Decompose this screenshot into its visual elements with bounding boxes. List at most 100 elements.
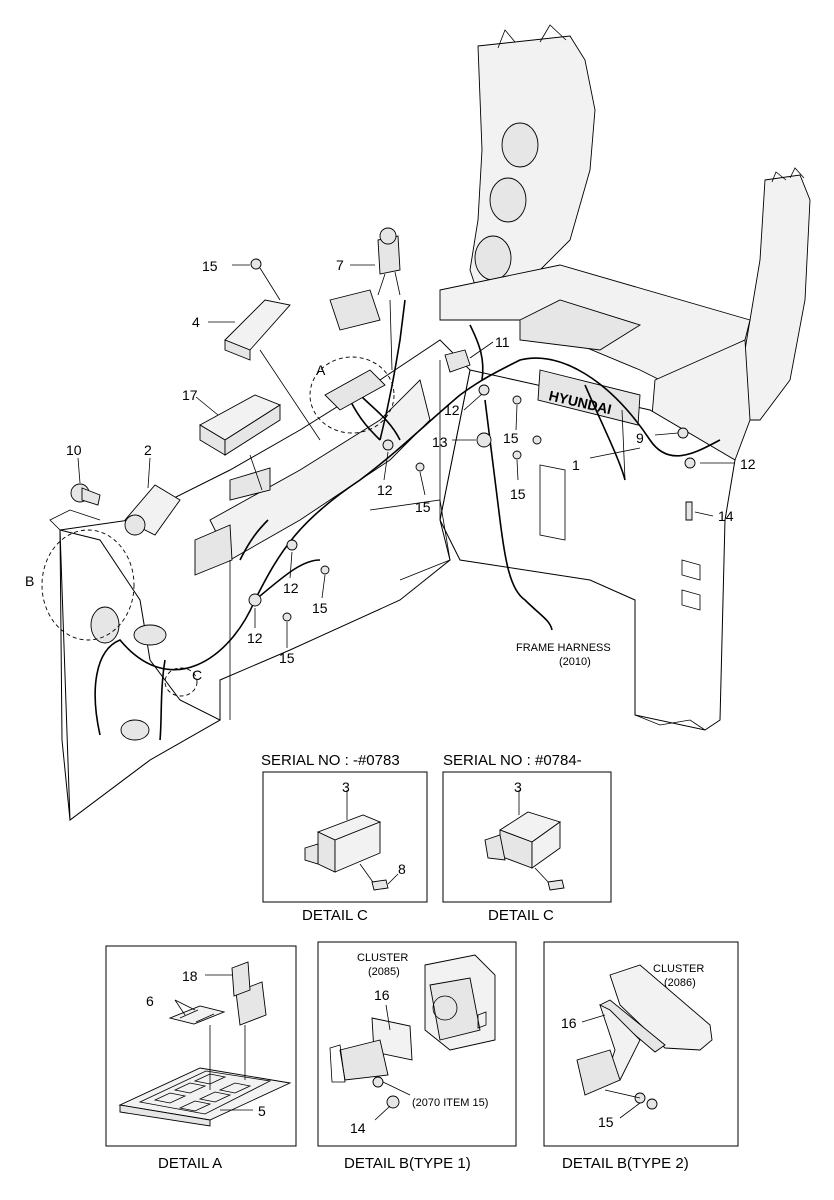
detail-a-box [105, 945, 297, 1147]
label-15-b2: 15 [598, 1114, 614, 1130]
label-15-top: 15 [202, 258, 218, 274]
label-15-c: 15 [279, 650, 295, 666]
detail-c-left-box [262, 771, 428, 903]
bracket-11 [444, 349, 471, 373]
parts [70, 227, 696, 622]
label-5: 5 [258, 1103, 266, 1119]
label-12-b: 12 [283, 580, 299, 596]
detail-b2-caption: DETAIL B(TYPE 2) [562, 1155, 689, 1172]
detail-a-circle [309, 356, 395, 434]
screw-15-d [512, 395, 522, 405]
label-2: 2 [144, 442, 152, 458]
pillar-hole-1 [501, 122, 539, 168]
pillar-hole-2 [489, 177, 527, 223]
detail-c-right-caption: DETAIL C [488, 907, 554, 924]
console-slot-1 [229, 467, 271, 501]
clip-12-b [286, 539, 298, 551]
label-b: B [25, 573, 34, 589]
serial-right: SERIAL NO : #0784- [443, 752, 582, 769]
bottom-details: 18 6 5 CLUSTER (2085) 16 (2070 ITEM 15) … [105, 941, 739, 1172]
right-pillar [734, 174, 811, 421]
cluster2-line1: CLUSTER [653, 963, 704, 975]
label-c: C [192, 667, 202, 683]
detail-b2-box [543, 941, 739, 1147]
detail-c-right-box [442, 771, 612, 903]
screw-15-top [250, 258, 262, 270]
clip-12-a [382, 439, 394, 451]
label-17: 17 [182, 387, 198, 403]
detail-b-circle [41, 529, 135, 641]
wire-harness [94, 299, 721, 741]
label-15-d: 15 [503, 430, 519, 446]
shelf-recess [519, 299, 642, 351]
brand-plate [537, 369, 641, 426]
lower-left-wall [59, 529, 222, 821]
socket-2-face [124, 514, 146, 536]
label-3-right: 3 [514, 779, 522, 795]
label-9: 9 [636, 430, 644, 446]
label-15-e: 15 [510, 486, 526, 502]
detail-c-left-caption: DETAIL C [302, 907, 368, 924]
label-12-a: 12 [377, 482, 393, 498]
relay-3-right [484, 790, 565, 891]
screw-15-e [512, 450, 522, 460]
detail-b2-art [576, 964, 713, 1119]
console-slot-3 [329, 289, 381, 331]
label-14-b1: 14 [350, 1120, 366, 1136]
screw-15-c [282, 612, 292, 622]
label-3-left: 3 [342, 779, 350, 795]
label-16-b1: 16 [374, 987, 390, 1003]
side-hole-2 [133, 624, 167, 646]
pillar-hole-3 [474, 235, 512, 281]
switch-panel [324, 369, 386, 411]
label-16-b2: 16 [561, 1015, 577, 1031]
leaders [77, 264, 735, 648]
bolt-14 [685, 501, 693, 521]
label-8: 8 [398, 861, 406, 877]
cluster1-line1: CLUSTER [357, 952, 408, 964]
console-slot-2 [194, 524, 233, 576]
clip-12-d [478, 384, 490, 396]
label-10: 10 [66, 442, 82, 458]
label-15-b: 15 [312, 600, 328, 616]
label-18: 18 [182, 968, 198, 984]
label-12-e: 12 [740, 456, 756, 472]
serial-left: SERIAL NO : -#0783 [261, 752, 400, 769]
label-14-top: 14 [718, 508, 734, 524]
label-6: 6 [146, 993, 154, 1009]
frame-harness-2: (2010) [559, 656, 591, 668]
console-top [209, 379, 431, 561]
cover-4 [224, 299, 291, 351]
detail-a-caption: DETAIL A [158, 1155, 222, 1172]
detail-c-section: SERIAL NO : -#0783 SERIAL NO : #0784- 3 … [261, 752, 612, 924]
part-numbers: 15 4 7 17 10 2 A B C 11 12 13 15 15 1 9 … [25, 257, 756, 683]
detail-a-art [118, 961, 292, 1127]
label-4: 4 [192, 314, 200, 330]
label-12-c: 12 [247, 630, 263, 646]
clip-9 [677, 427, 689, 439]
label-15-a: 15 [415, 499, 431, 515]
label-a: A [316, 362, 326, 378]
label-13: 13 [432, 434, 448, 450]
cluster1-line2: (2085) [368, 966, 400, 978]
label-7: 7 [336, 257, 344, 273]
cluster2-line2: (2086) [664, 977, 696, 989]
clip-12-e [684, 457, 696, 469]
screw-15-b [320, 565, 330, 575]
detail-callouts [41, 356, 395, 697]
relay-3-left [304, 790, 399, 891]
grommet-13 [476, 432, 492, 448]
detail-b1-caption: DETAIL B(TYPE 1) [344, 1155, 471, 1172]
screw-15-f [532, 435, 542, 445]
detail-b1-box [317, 941, 517, 1147]
switch-7-knob [379, 227, 397, 245]
label-1: 1 [572, 457, 580, 473]
screw-15-a [415, 462, 425, 472]
item15-note: (2070 ITEM 15) [412, 1097, 488, 1109]
rear-wall [439, 369, 736, 731]
clip-12-c [248, 593, 262, 607]
side-hole-3 [120, 719, 150, 741]
cab-frame: HYUNDAI [49, 24, 811, 821]
